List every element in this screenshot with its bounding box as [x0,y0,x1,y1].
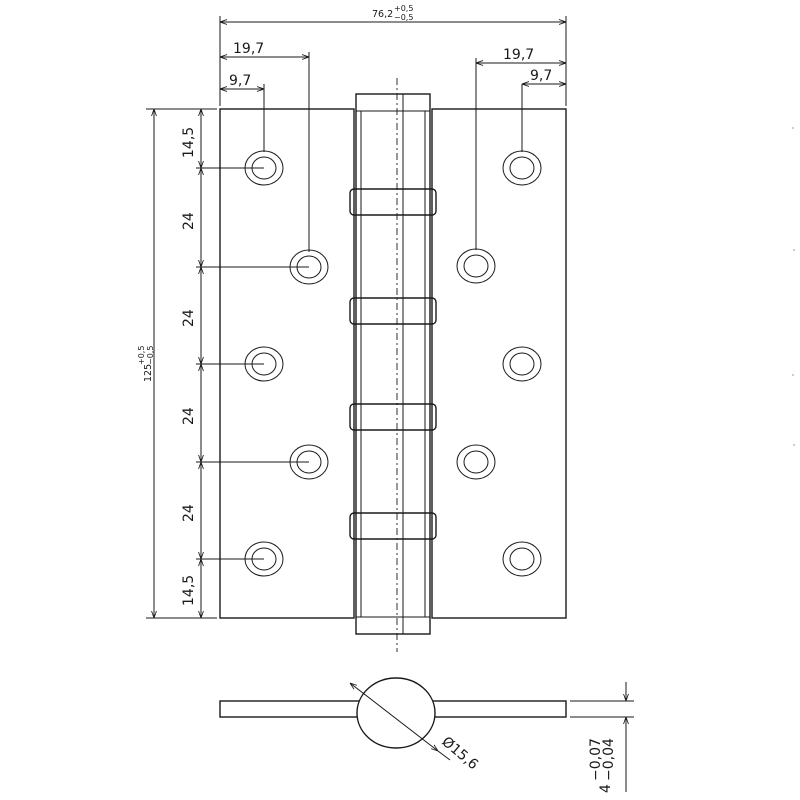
hinge-front-view [219,78,567,652]
left-inner-offset-label: 9,7 [229,73,251,89]
spacing-end-top-label: 14,5 [181,127,197,158]
left-dimensions: 125 +0,5 −0,5 14,5 24 24 24 24 14,5 [137,108,309,619]
spacing-1-label: 24 [181,212,197,230]
overall-width-upper-tol: +0,5 [394,4,413,13]
left-leaf-section [219,700,367,718]
bearing-ring [349,297,437,325]
right-leaf-section [425,700,567,718]
overall-height-upper-tol: +0,5 [137,346,146,365]
bearing-ring [349,188,437,216]
right-inner-offset-label: 9,7 [530,68,552,84]
thickness-upper-tol: −0,07 [588,738,604,781]
bearing-rings [349,188,437,540]
scan-artifacts [792,127,795,446]
right-leaf [431,108,567,619]
overall-width-lower-tol: −0,5 [394,13,413,22]
screw-hole [502,346,542,382]
thickness-value: 4 [598,784,614,793]
left-outer-offset-label: 19,7 [233,41,264,57]
screw-hole [502,541,542,577]
diameter-leader [350,683,438,751]
spacing-3-label: 24 [181,407,197,425]
knuckle-diameter-label: Ø15,6 [438,734,481,773]
screw-hole [502,150,542,186]
spacing-2-label: 24 [181,309,197,327]
hinge-end-view: Ø15,6 4 −0,07 −0,04 [219,677,634,793]
thickness-lower-tol: −0,04 [601,738,617,781]
overall-height-value: 125 [143,364,154,382]
screw-hole [456,444,496,480]
spacing-end-bottom-label: 14,5 [181,575,197,606]
knuckle-barrel [355,78,431,652]
bearing-ring [349,403,437,431]
bearing-ring [349,512,437,540]
spacing-4-label: 24 [181,504,197,522]
right-screw-holes [456,150,542,577]
top-dimensions: 76,2 +0,5 −0,5 19,7 9,7 19,7 9,7 [219,4,567,252]
overall-width-value: 76,2 [372,9,393,20]
right-outer-offset-label: 19,7 [503,47,534,63]
overall-height-lower-tol: −0,5 [146,346,155,365]
screw-hole [456,248,496,284]
knuckle-section-circle [356,677,436,749]
